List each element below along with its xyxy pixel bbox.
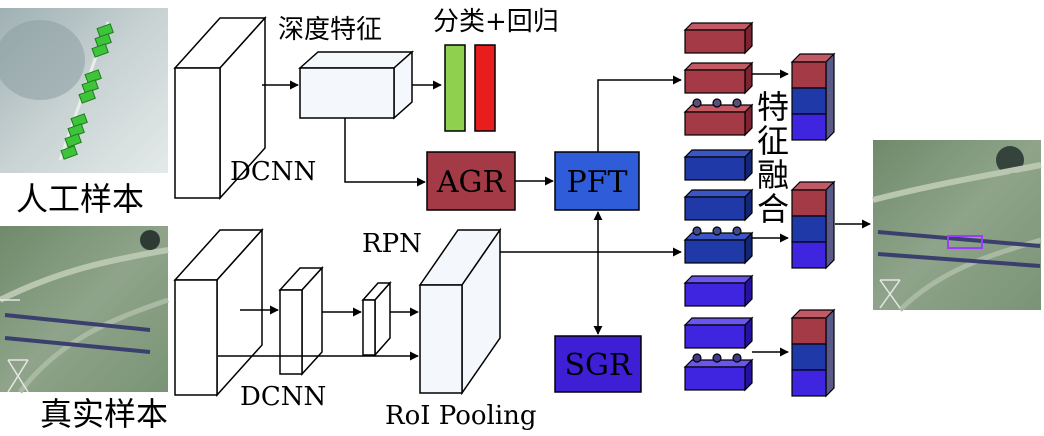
feature-fusion-label: 特 征 融 合 (757, 88, 789, 228)
svg-text:PFT: PFT (566, 165, 627, 200)
feature-stack-violet (683, 274, 754, 392)
dcnn-top-label: DCNN (230, 157, 316, 187)
dcnn-bottom-feature-block (278, 266, 324, 376)
insulator-string-icon (58, 21, 114, 161)
fused-feature-middle (790, 180, 836, 270)
regression-bar (474, 44, 496, 132)
feature-cube (683, 231, 754, 265)
output-detection-image (872, 140, 1042, 312)
svg-text:征: 征 (757, 122, 789, 160)
roi-pooling-block (418, 227, 502, 396)
real-sample-label: 真实样本 (40, 395, 168, 433)
dcnn-bottom-label: DCNN (240, 382, 326, 412)
feature-stack-red (683, 21, 754, 137)
artificial-sample-image (0, 8, 168, 173)
fused-feature-bottom (790, 308, 836, 398)
svg-text:合: 合 (757, 190, 789, 228)
sgr-module: SGR (554, 335, 642, 393)
cls-reg-label: 分类+回归 (433, 7, 559, 37)
classification-bar (444, 44, 466, 132)
feature-cube (683, 21, 754, 55)
fused-feature-top (790, 52, 836, 142)
real-sample-image (0, 226, 169, 394)
feature-stack-navy (683, 148, 754, 265)
dcnn-bottom-block (173, 228, 264, 397)
feature-cube (683, 358, 754, 392)
rpn-label: RPN (362, 229, 422, 259)
agr-module: AGR (426, 151, 516, 211)
svg-text:AGR: AGR (436, 165, 507, 200)
feature-cube (683, 103, 754, 137)
svg-text:融: 融 (757, 156, 789, 194)
pft-module: PFT (554, 151, 640, 211)
dcnn-top-block (173, 16, 267, 200)
artificial-sample-label: 人工样本 (16, 180, 144, 218)
powerline-insulators-icon (4, 313, 151, 354)
feature-cube (683, 61, 754, 95)
roi-pooling-label: RoI Pooling (385, 401, 537, 431)
svg-text:特: 特 (757, 88, 789, 126)
svg-text:SGR: SGR (564, 348, 633, 383)
deep-feature-block (298, 50, 414, 120)
connections (218, 69, 871, 361)
detection-box (947, 235, 983, 249)
feature-cube (683, 316, 754, 350)
feature-cube (683, 148, 754, 182)
rpn-block (361, 281, 392, 357)
deep-feature-label: 深度特征 (278, 15, 382, 45)
feature-cube (683, 274, 754, 308)
feature-cube (683, 188, 754, 222)
